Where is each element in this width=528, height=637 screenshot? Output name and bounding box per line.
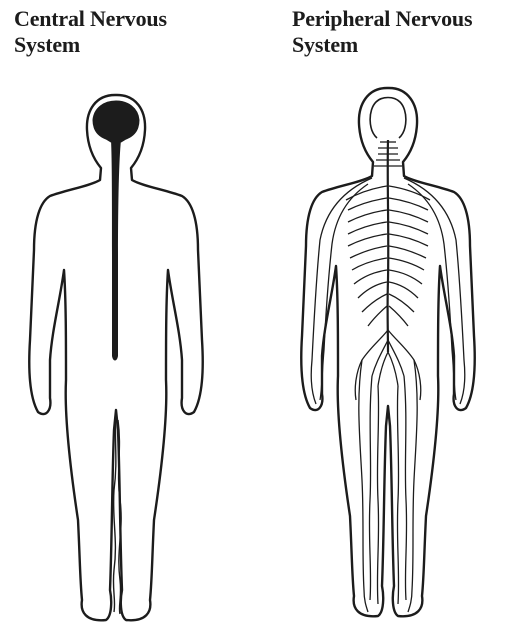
pns-trunk-nerves-right [388, 185, 431, 327]
pns-trunk-nerves-left [345, 185, 388, 327]
pns-title: Peripheral Nervous System [292, 6, 473, 58]
pns-figure [300, 86, 476, 618]
cns-title: Central Nervous System [14, 6, 167, 58]
pns-title-line1: Peripheral Nervous [292, 6, 473, 31]
brain-shape [92, 100, 140, 143]
pns-spine [386, 139, 390, 353]
cns-figure [28, 93, 204, 622]
cns-title-line1: Central Nervous [14, 6, 167, 31]
cns-leg-line-left [112, 409, 117, 613]
pns-leg-nerves [358, 359, 418, 613]
pns-panel: Peripheral Nervous System [264, 0, 528, 637]
pns-neck-nerves [374, 141, 402, 167]
cns-leg-line-right [117, 419, 122, 615]
cns-panel: Central Nervous System [14, 6, 204, 622]
pns-head-inner [369, 96, 407, 139]
pns-arm-nerves [310, 177, 466, 405]
cns-title-line2: System [14, 32, 81, 57]
spinal-cord [111, 140, 121, 361]
pns-title-line2: System [292, 32, 359, 57]
